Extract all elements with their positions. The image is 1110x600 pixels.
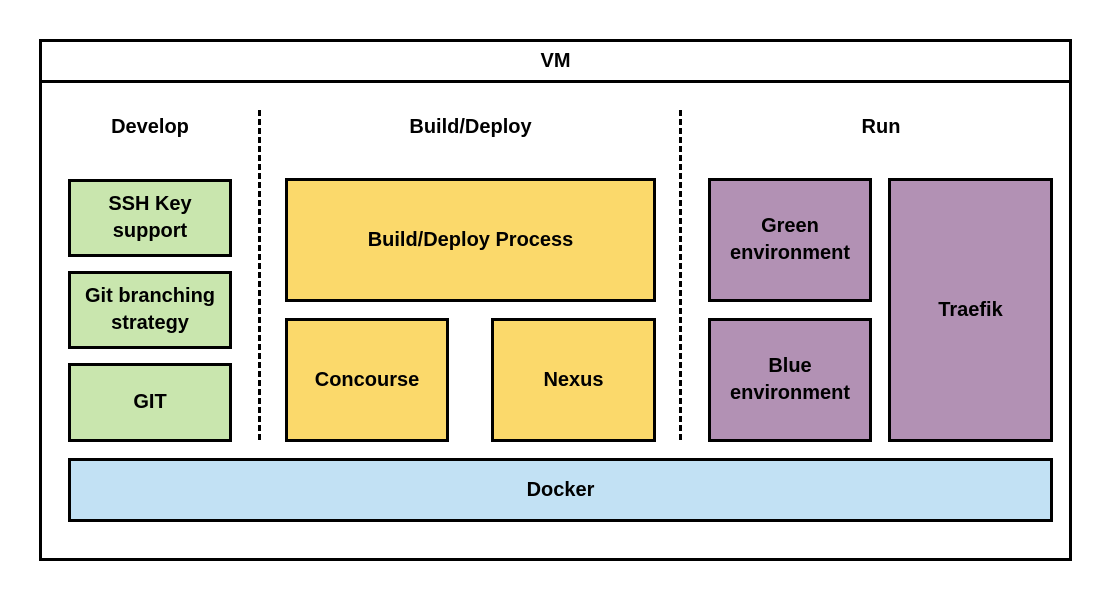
ssh-key-support-label: SSH Key support: [108, 193, 192, 242]
nexus-label: Nexus: [543, 368, 604, 391]
section-title-build-deploy: Build/Deploy: [409, 116, 532, 138]
git-box: GIT: [68, 363, 232, 442]
section-title-develop: Develop: [111, 116, 189, 138]
traefik-box: Traefik: [888, 178, 1053, 442]
divider-develop-build: [258, 110, 261, 440]
git-label: GIT: [133, 391, 167, 413]
concourse-box: Concourse: [285, 318, 449, 442]
build-deploy-process-box: Build/Deploy Process: [285, 178, 656, 302]
concourse-label: Concourse: [314, 368, 420, 391]
git-branching-strategy-box: Git branching strategy: [68, 271, 232, 349]
green-environment-label: Green environment: [729, 215, 851, 264]
blue-environment-label: Blue environment: [729, 355, 851, 404]
green-environment-box: Green environment: [708, 178, 872, 302]
build-deploy-process-label: Build/Deploy Process: [367, 228, 574, 251]
section-title-run: Run: [861, 116, 901, 138]
traefik-label: Traefik: [938, 298, 1003, 321]
divider-build-run: [679, 110, 682, 440]
git-branching-strategy-label: Git branching strategy: [85, 285, 215, 334]
nexus-box: Nexus: [491, 318, 656, 442]
vm-header: VM: [39, 39, 1072, 83]
vm-title: VM: [540, 49, 571, 72]
docker-label: Docker: [526, 478, 595, 501]
ssh-key-support-box: SSH Key support: [68, 179, 232, 257]
blue-environment-box: Blue environment: [708, 318, 872, 442]
docker-box: Docker: [68, 458, 1053, 522]
